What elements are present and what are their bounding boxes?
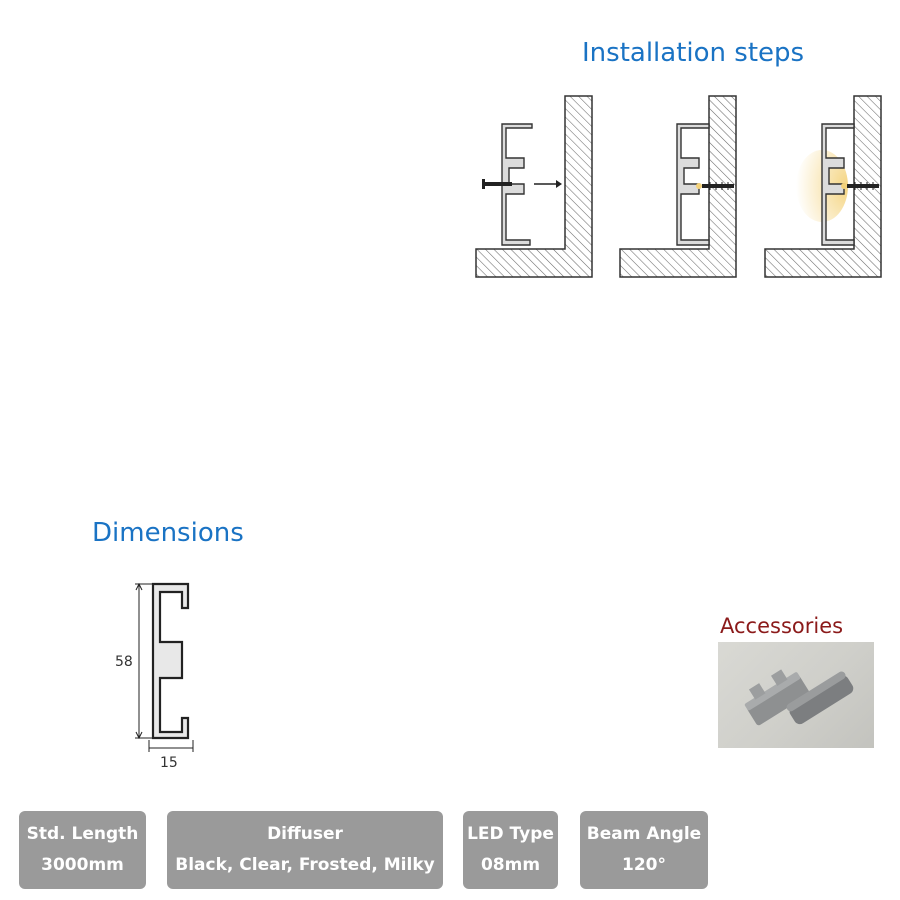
spec-value: 120° <box>622 855 666 875</box>
step-2-mount-profile <box>619 95 737 278</box>
end-cap-icon <box>744 669 854 726</box>
spec-beam-angle: Beam Angle 120° <box>580 811 708 889</box>
spec-diffuser: Diffuser Black, Clear, Frosted, Milky <box>167 811 443 889</box>
spec-label: Diffuser <box>267 824 343 844</box>
led-profile <box>676 123 710 246</box>
spec-value: 3000mm <box>41 855 124 875</box>
screw-icon <box>702 182 734 190</box>
led-chip-icon <box>696 183 702 189</box>
spec-std-length: Std. Length 3000mm <box>19 811 146 889</box>
accessories-title: Accessories <box>720 614 844 638</box>
spec-label: Beam Angle <box>586 824 702 844</box>
installation-steps-diagram <box>475 95 882 278</box>
spec-value: Black, Clear, Frosted, Milky <box>175 855 435 875</box>
profile-cross-section <box>151 582 190 740</box>
width-dimension-line <box>148 740 194 752</box>
step-3-light-on <box>764 95 882 278</box>
installation-steps-title: Installation steps <box>582 38 805 68</box>
height-dimension-line <box>135 582 153 740</box>
led-profile <box>501 123 533 246</box>
dimensions-diagram: 58 15 <box>115 582 194 771</box>
wall-and-floor <box>475 95 593 278</box>
led-profile <box>821 123 855 246</box>
spec-led-type: LED Type 08mm <box>463 811 558 889</box>
height-value: 58 <box>115 654 133 670</box>
accessories-photo <box>718 642 874 748</box>
spec-label: LED Type <box>467 824 554 844</box>
spec-value: 08mm <box>480 855 541 875</box>
led-chip-icon <box>841 183 847 189</box>
spec-label: Std. Length <box>26 824 139 844</box>
width-value: 15 <box>160 755 178 771</box>
screw-icon <box>847 182 879 190</box>
dimensions-title: Dimensions <box>92 518 244 548</box>
screw-icon <box>482 179 512 189</box>
arrow-right-icon <box>534 180 562 188</box>
step-1-insert-screw <box>475 95 593 278</box>
